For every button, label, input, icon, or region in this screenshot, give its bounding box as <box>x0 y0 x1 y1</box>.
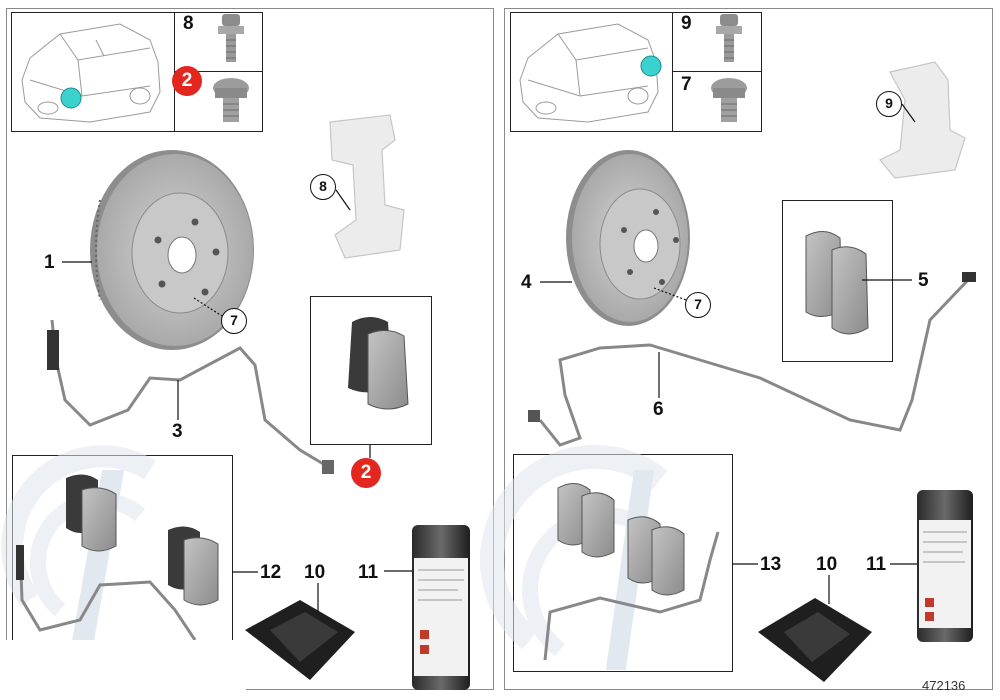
callout-9[interactable]: 9 <box>876 91 902 117</box>
rear-caliper-carrier <box>879 61 966 179</box>
callout-11-rear[interactable]: 11 <box>866 554 887 575</box>
rear-wear-sensor <box>538 278 970 447</box>
front-brake-pads <box>348 317 409 410</box>
plug-box-rear <box>672 71 762 132</box>
plug-rear <box>711 78 747 122</box>
front-wheel-highlight <box>60 87 82 109</box>
callout-13[interactable]: 13 <box>760 554 782 575</box>
diagram-id: 472136 <box>922 678 966 693</box>
car-outline-front <box>21 23 161 123</box>
rear-brake-disc <box>566 150 690 326</box>
bolt-rear <box>716 14 742 62</box>
rear-brake-pads <box>805 231 869 335</box>
rear-wheel-highlight <box>640 55 662 77</box>
car-outline-rear <box>519 23 659 123</box>
callout-12[interactable]: 12 <box>260 562 282 583</box>
leader-lines <box>62 103 917 612</box>
brake-pads-box-front <box>310 296 432 445</box>
callout-7-small[interactable]: 7 <box>681 74 692 95</box>
front-brake-disc <box>90 150 254 350</box>
callout-8-small[interactable]: 8 <box>183 13 194 34</box>
spray-can-rear <box>917 490 973 642</box>
rear-axle-panel <box>504 8 993 690</box>
callout-11-front[interactable]: 11 <box>358 562 379 583</box>
callout-5[interactable]: 5 <box>918 270 929 291</box>
callout-6[interactable]: 6 <box>653 399 664 420</box>
callout-3[interactable]: 3 <box>172 421 183 442</box>
callout-1[interactable]: 1 <box>44 252 55 273</box>
callout-2-marker[interactable]: 2 <box>351 458 381 488</box>
bolt-front <box>218 14 244 62</box>
callout-8[interactable]: 8 <box>310 174 336 200</box>
callout-2-marker-top[interactable]: 2 <box>172 66 202 96</box>
cloth-rear <box>758 598 872 682</box>
kit-front-contents <box>16 474 219 641</box>
front-sensor-plug <box>47 330 59 370</box>
front-wear-sensor <box>50 319 331 470</box>
callout-4[interactable]: 4 <box>521 272 532 293</box>
callout-7-front[interactable]: 7 <box>221 308 247 334</box>
callout-10-front[interactable]: 10 <box>304 562 326 583</box>
front-axle-panel <box>6 8 494 690</box>
kit-rear-contents <box>543 483 720 661</box>
blank-area <box>0 640 246 700</box>
cloth-front <box>245 600 355 680</box>
callout-10-rear[interactable]: 10 <box>816 554 838 575</box>
callout-9-small[interactable]: 9 <box>681 13 692 34</box>
plug-box-front <box>174 71 263 132</box>
callout-7-rear[interactable]: 7 <box>685 292 711 318</box>
brake-pads-box-rear <box>782 200 893 362</box>
spray-can-front <box>412 525 470 690</box>
front-caliper-carrier <box>329 114 405 259</box>
plug-front <box>213 78 249 122</box>
